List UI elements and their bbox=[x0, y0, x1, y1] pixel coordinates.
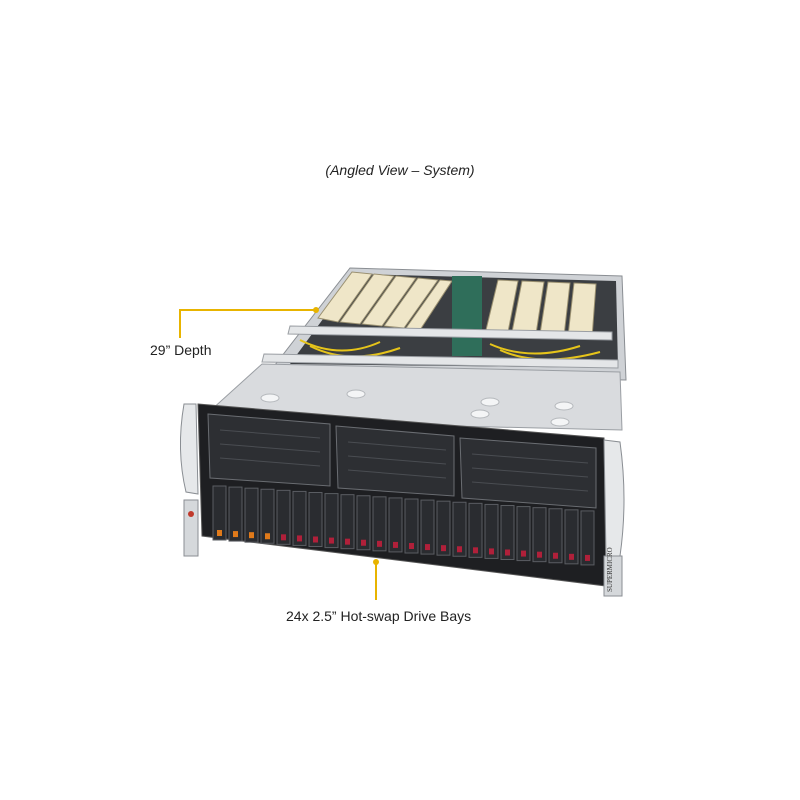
drive-bay bbox=[516, 506, 531, 562]
drive-bay bbox=[228, 486, 243, 542]
drive-bay bbox=[436, 500, 451, 556]
depth-callout-dot bbox=[313, 307, 319, 313]
drive-bay bbox=[532, 507, 547, 563]
drive-bay-led bbox=[313, 536, 318, 543]
drive-bay bbox=[388, 497, 403, 553]
drive-bays-callout-label: 24x 2.5” Hot-swap Drive Bays bbox=[286, 608, 472, 624]
right-rack-handle bbox=[603, 439, 625, 557]
drive-bay-led bbox=[217, 530, 222, 536]
drive-bay bbox=[548, 508, 563, 564]
drive-bay bbox=[372, 496, 387, 552]
drive-bay-led bbox=[281, 534, 286, 541]
drive-bay-led bbox=[473, 547, 478, 554]
center-board bbox=[452, 276, 482, 356]
drive-bay bbox=[244, 487, 259, 543]
cover-screws bbox=[260, 389, 574, 427]
cross-bar-rear bbox=[261, 353, 619, 369]
drive-bays-callout-dot bbox=[373, 559, 379, 565]
drive-bay bbox=[260, 488, 275, 544]
gpu-cards-right bbox=[485, 279, 597, 339]
depth-callout-line bbox=[179, 309, 316, 338]
drive-bay bbox=[324, 493, 339, 549]
drive-bay bbox=[308, 492, 323, 547]
drive-bay bbox=[404, 498, 419, 554]
drive-bay bbox=[356, 495, 371, 551]
drive-bay-led bbox=[569, 553, 574, 560]
drive-bay-led bbox=[553, 552, 558, 559]
left-rack-handle bbox=[179, 403, 199, 495]
power-button-icon bbox=[188, 511, 194, 517]
drive-bay bbox=[276, 489, 291, 545]
drive-bay-led bbox=[409, 543, 414, 549]
fan-grille-mesh bbox=[219, 429, 589, 492]
drive-bay-led bbox=[361, 539, 366, 546]
drive-bay-led bbox=[233, 531, 238, 538]
drive-bay-led bbox=[393, 541, 398, 548]
drive-bay-led bbox=[297, 535, 302, 542]
drive-bay bbox=[580, 510, 595, 566]
drive-bay bbox=[484, 503, 499, 559]
drive-bay-led bbox=[377, 540, 382, 547]
drive-bay-led bbox=[345, 538, 350, 545]
drive-bays bbox=[212, 485, 595, 566]
drive-bay-led bbox=[249, 532, 254, 539]
image-caption: (Angled View – System) bbox=[325, 162, 475, 178]
drive-bay-led bbox=[441, 545, 446, 552]
drive-bay bbox=[212, 485, 227, 541]
drive-bay bbox=[564, 509, 579, 565]
drive-bay-led bbox=[329, 537, 334, 544]
drive-bay bbox=[420, 499, 435, 555]
drive-bay bbox=[292, 490, 307, 546]
brand-logo: SUPERMICRO bbox=[606, 547, 614, 592]
drive-bay bbox=[500, 505, 515, 560]
right-ear bbox=[603, 555, 623, 597]
drive-bay-led bbox=[425, 544, 430, 551]
drive-bay-led bbox=[521, 550, 526, 557]
drive-bay-led bbox=[265, 533, 270, 540]
left-control-panel bbox=[183, 499, 199, 557]
drive-bay bbox=[452, 501, 467, 557]
drive-bay-led bbox=[489, 548, 494, 555]
drive-bay-led bbox=[457, 546, 462, 553]
drive-bay-led bbox=[585, 554, 590, 561]
drive-bay bbox=[340, 494, 355, 550]
gpu-cards-left bbox=[317, 271, 453, 331]
cross-bar-front bbox=[287, 325, 613, 341]
drive-bay bbox=[468, 502, 483, 558]
drive-bay-led bbox=[505, 549, 510, 556]
depth-callout-label: 29” Depth bbox=[150, 342, 212, 358]
drive-bay-led bbox=[537, 551, 542, 558]
